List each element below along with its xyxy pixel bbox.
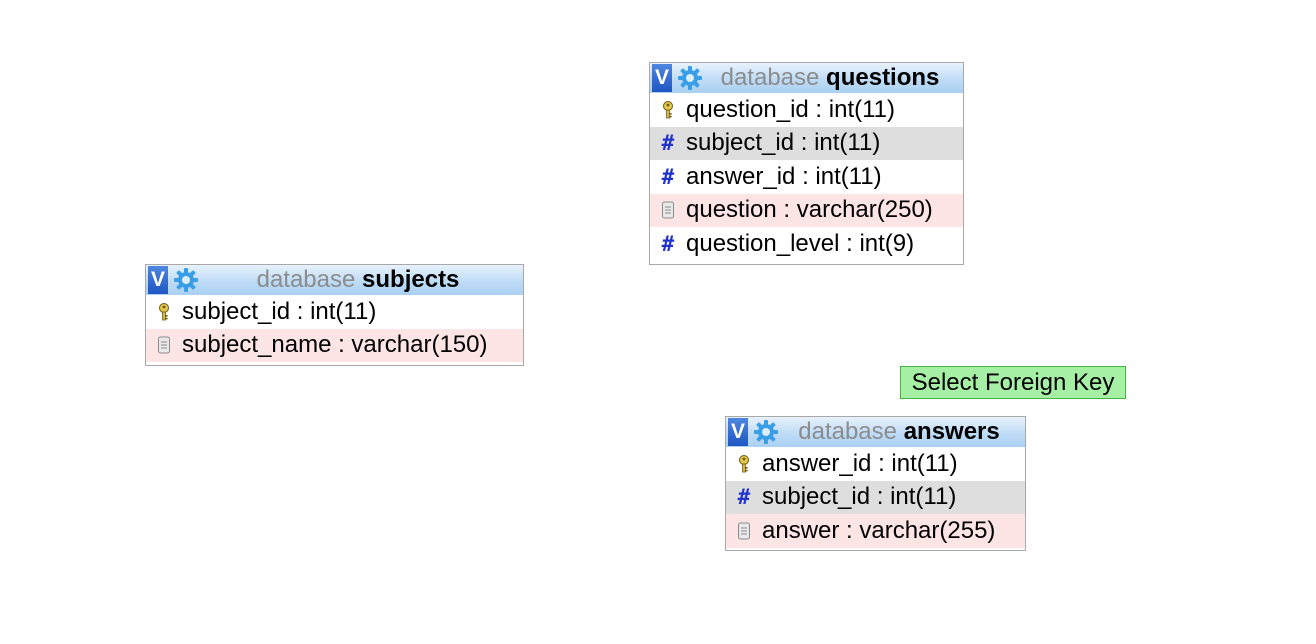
table-name: answers — [903, 418, 1000, 445]
column-row[interactable]: subject_name : varchar(150) — [146, 328, 523, 362]
hash-icon: # — [661, 131, 675, 156]
column-row[interactable]: question : varchar(250) — [650, 193, 963, 227]
hash-icon: # — [661, 164, 675, 189]
database-label: database — [798, 418, 898, 445]
table-header[interactable]: V database answers — [726, 417, 1025, 447]
column-label: question : varchar(250) — [686, 196, 933, 224]
column-row[interactable]: # answer_id : int(11) — [650, 160, 963, 194]
column-row[interactable]: question_id : int(11) — [650, 93, 963, 127]
column-label: question_id : int(11) — [686, 95, 896, 123]
column-row[interactable]: answer_id : int(11) — [726, 447, 1025, 481]
table-header[interactable]: V database subjects — [146, 265, 523, 295]
toggle-view-button[interactable]: V — [148, 266, 168, 294]
text-field-icon — [737, 521, 751, 541]
column-row[interactable]: # subject_id : int(11) — [650, 126, 963, 160]
toggle-view-button[interactable]: V — [728, 418, 748, 446]
database-label: database — [720, 64, 820, 91]
column-label: answer_id : int(11) — [686, 162, 882, 190]
column-label: question_level : int(9) — [686, 229, 915, 257]
hash-icon: # — [737, 485, 751, 510]
column-label: subject_id : int(11) — [686, 129, 881, 157]
table-answers[interactable]: V database answers answer_id : int(11) #… — [725, 416, 1026, 551]
key-icon — [157, 302, 171, 322]
table-name: questions — [826, 64, 940, 91]
column-label: answer : varchar(255) — [762, 516, 996, 544]
table-questions[interactable]: V database questions question_id : int(1… — [649, 62, 964, 265]
column-row[interactable]: # subject_id : int(11) — [726, 480, 1025, 514]
column-label: subject_name : varchar(150) — [182, 331, 488, 359]
column-row[interactable]: answer : varchar(255) — [726, 514, 1025, 548]
table-subjects[interactable]: V database subjects subject_id : int(11)… — [145, 264, 524, 366]
column-label: subject_id : int(11) — [182, 297, 377, 325]
hash-icon: # — [661, 231, 675, 256]
table-title: database answers — [779, 417, 1025, 447]
select-foreign-key-button[interactable]: Select Foreign Key — [900, 366, 1126, 399]
column-row[interactable]: # question_level : int(9) — [650, 227, 963, 261]
key-icon — [661, 100, 675, 120]
column-label: subject_id : int(11) — [762, 483, 957, 511]
gear-icon[interactable] — [173, 267, 199, 293]
column-label: answer_id : int(11) — [762, 449, 958, 477]
text-field-icon — [157, 335, 171, 355]
database-label: database — [256, 266, 356, 293]
gear-icon[interactable] — [753, 419, 779, 445]
table-header[interactable]: V database questions — [650, 63, 963, 93]
key-icon — [737, 454, 751, 474]
text-field-icon — [661, 200, 675, 220]
table-title: database subjects — [199, 265, 523, 295]
table-name: subjects — [362, 266, 460, 293]
gear-icon[interactable] — [677, 65, 703, 91]
table-title: database questions — [703, 63, 963, 93]
column-row[interactable]: subject_id : int(11) — [146, 295, 523, 329]
toggle-view-button[interactable]: V — [652, 64, 672, 92]
